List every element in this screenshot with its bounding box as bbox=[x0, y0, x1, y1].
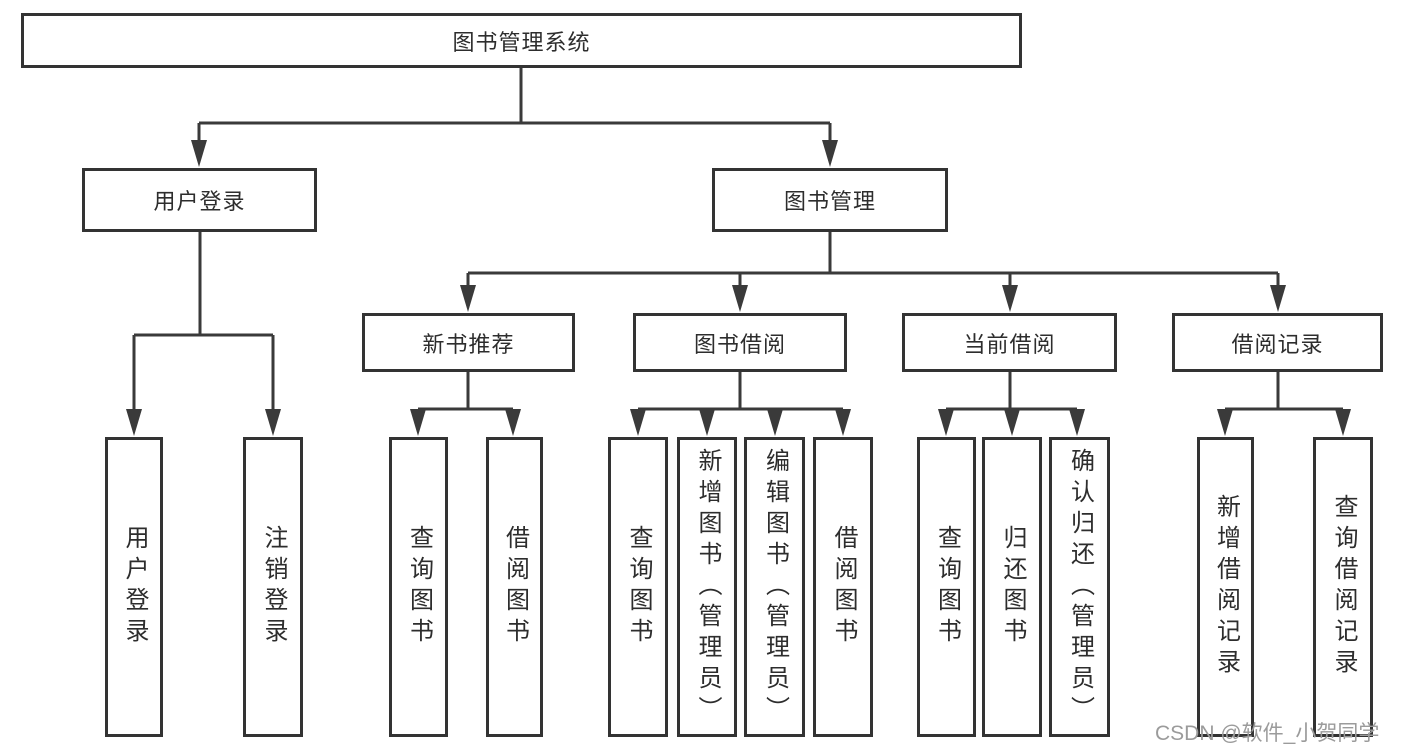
leaf-br-query-record: 查询借阅记录 bbox=[1313, 437, 1373, 737]
leaf-cb-query-books: 查询图书 bbox=[917, 437, 976, 737]
leaf-logout-label: 注销登录 bbox=[260, 525, 287, 649]
arrowheads bbox=[126, 140, 1351, 436]
watermark: CSDN @软件_小贺同学 bbox=[1155, 722, 1380, 745]
leaf-bb-edit-book-admin: 编辑图书（管理员） bbox=[744, 437, 805, 737]
leaf-bb-add-book-admin: 新增图书（管理员） bbox=[677, 437, 737, 737]
leaf-nbr-borrow-books-label: 借阅图书 bbox=[501, 525, 529, 649]
leaf-bb-query-books: 查询图书 bbox=[608, 437, 668, 737]
node-book-management: 图书管理 bbox=[712, 168, 948, 232]
leaf-user-login: 用户登录 bbox=[105, 437, 163, 737]
leaf-cb-confirm-return-admin: 确认归还（管理员） bbox=[1049, 437, 1110, 737]
leaf-bb-borrow-books: 借阅图书 bbox=[813, 437, 873, 737]
leaf-bb-edit-book-admin-label: 编辑图书（管理员） bbox=[761, 447, 789, 727]
leaf-br-add-record: 新增借阅记录 bbox=[1197, 437, 1254, 737]
leaf-br-query-record-label: 查询借阅记录 bbox=[1330, 494, 1357, 680]
node-current-borrowing: 当前借阅 bbox=[902, 313, 1117, 372]
leaf-bb-add-book-admin-label: 新增图书（管理员） bbox=[694, 447, 721, 727]
leaf-cb-return-books: 归还图书 bbox=[982, 437, 1042, 737]
leaf-logout: 注销登录 bbox=[243, 437, 303, 737]
node-root: 图书管理系统 bbox=[21, 13, 1022, 68]
node-borrowing-records: 借阅记录 bbox=[1172, 313, 1383, 372]
leaf-nbr-query-books: 查询图书 bbox=[389, 437, 448, 737]
leaf-user-login-label: 用户登录 bbox=[121, 525, 148, 649]
leaf-cb-query-books-label: 查询图书 bbox=[933, 525, 961, 649]
leaf-nbr-query-books-label: 查询图书 bbox=[405, 525, 433, 649]
node-book-borrowing: 图书借阅 bbox=[633, 313, 847, 372]
leaf-cb-confirm-return-admin-label: 确认归还（管理员） bbox=[1066, 447, 1094, 727]
leaf-bb-query-books-label: 查询图书 bbox=[625, 525, 652, 649]
leaf-bb-borrow-books-label: 借阅图书 bbox=[830, 525, 857, 649]
leaf-br-add-record-label: 新增借阅记录 bbox=[1212, 494, 1240, 680]
node-new-book-recommendation: 新书推荐 bbox=[362, 313, 575, 372]
leaf-nbr-borrow-books: 借阅图书 bbox=[486, 437, 543, 737]
leaf-cb-return-books-label: 归还图书 bbox=[999, 525, 1026, 649]
node-user-login: 用户登录 bbox=[82, 168, 317, 232]
